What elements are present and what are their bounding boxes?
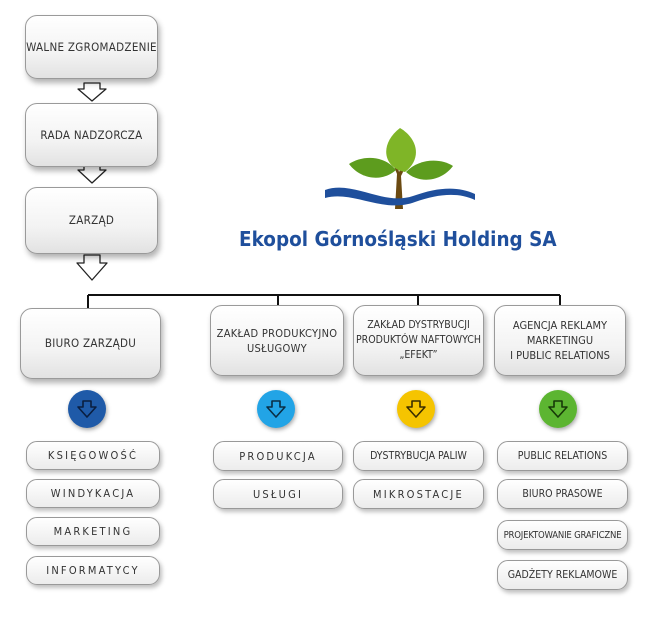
- circle-arrow-yellow: [397, 390, 435, 428]
- down-arrow-icon: [266, 400, 286, 418]
- down-arrow-icon: [406, 400, 426, 418]
- item-dystrybucja-paliw: DYSTRYBUCJA PALIW: [353, 441, 484, 471]
- circle-arrow-blue-dark: [68, 390, 106, 428]
- item-marketing: MARKETING: [26, 517, 160, 546]
- item-windykacja: WINDYKACJA: [26, 479, 160, 508]
- down-arrow-3: [76, 254, 108, 281]
- item-public-relations: PUBLIC RELATIONS: [497, 441, 628, 471]
- down-arrow-icon: [77, 400, 97, 418]
- down-arrow-1: [77, 82, 107, 102]
- item-uslugi: USŁUGI: [213, 479, 343, 509]
- division-biuro-zarzadu: BIURO ZARZĄDU: [20, 308, 161, 379]
- company-name: Ekopol Górnośląski Holding SA: [239, 227, 557, 251]
- division-agencja-reklamy: AGENCJA REKLAMY MARKETINGU I PUBLIC RELA…: [494, 305, 626, 376]
- circle-arrow-blue-light: [257, 390, 295, 428]
- box-zarzad: ZARZĄD: [25, 187, 158, 254]
- tree-logo-icon: [325, 128, 475, 209]
- item-produkcja: PRODUKCJA: [213, 441, 343, 471]
- box-rada-nadzorcza: RADA NADZORCZA: [25, 103, 158, 167]
- item-projektowanie-graficzne: PROJEKTOWANIE GRAFICZNE: [497, 520, 628, 550]
- item-gadzety-reklamowe: GADŻETY REKLAMOWE: [497, 560, 628, 590]
- down-arrow-icon: [548, 400, 568, 418]
- box-walne-zgromadzenie: WALNE ZGROMADZENIE: [25, 15, 158, 79]
- item-ksiegowosc: KSIĘGOWOŚĆ: [26, 441, 160, 470]
- circle-arrow-green: [539, 390, 577, 428]
- division-zaklad-produkcyjno: ZAKŁAD PRODUKCYJNO USŁUGOWY: [210, 305, 344, 376]
- item-biuro-prasowe: BIURO PRASOWE: [497, 479, 628, 509]
- division-zaklad-dystrybucji: ZAKŁAD DYSTRYBUCJI PRODUKTÓW NAFTOWYCH „…: [353, 305, 484, 376]
- item-mikrostacje: MIKROSTACJE: [353, 479, 484, 509]
- item-informatycy: INFORMATYCY: [26, 556, 160, 585]
